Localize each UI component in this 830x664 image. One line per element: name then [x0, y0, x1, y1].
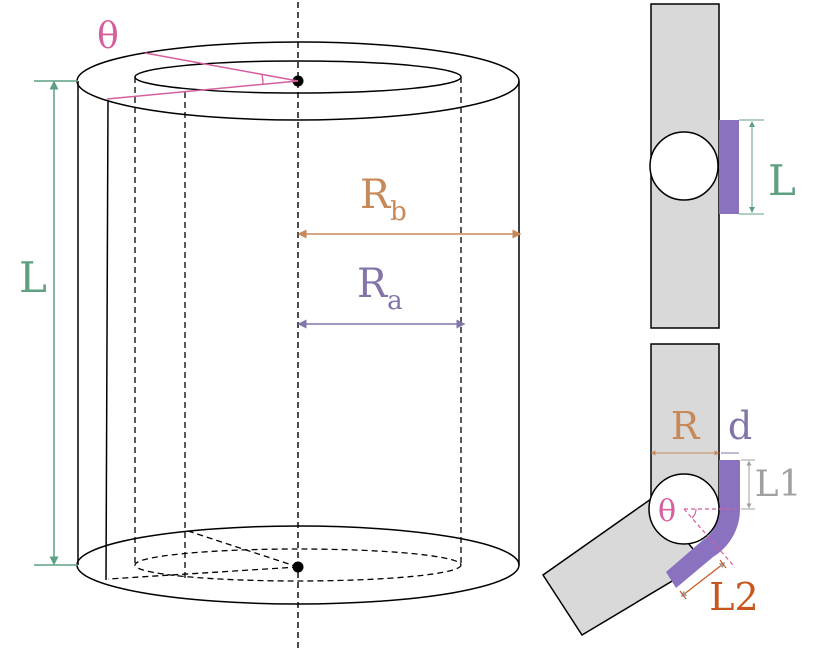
bottom-seam-radius-2 — [184, 529, 299, 568]
inner-bottom-ellipse-hidden — [134, 548, 462, 582]
bent-strip-view: R d L1 θ L2 — [541, 343, 802, 637]
straight-cylinder-cross-section — [649, 131, 719, 201]
Rb-subscript: b — [390, 197, 407, 227]
L2-tick-2 — [719, 559, 727, 569]
Rb-label: Rb — [360, 172, 407, 227]
L1-label: L1 — [755, 464, 802, 505]
seam-line — [105, 99, 109, 581]
theta-label-top: θ — [97, 16, 119, 57]
bend-theta-arc — [691, 508, 697, 519]
straight-purple-strip — [719, 120, 739, 214]
bottom-center-dot — [292, 561, 304, 573]
theta-angle-arc — [261, 74, 264, 86]
straight-strip-view: L — [649, 3, 796, 329]
d-label: d — [728, 404, 752, 448]
L-label-right: L — [768, 156, 796, 205]
theta-ray-upper — [144, 52, 299, 82]
L2-tick-1 — [679, 590, 687, 600]
Rb-main: R — [360, 172, 392, 218]
bent-purple-strip — [666, 460, 741, 588]
L2-label: L2 — [709, 575, 758, 619]
bottom-seam-radius-1 — [107, 566, 299, 580]
theta-label-bend: θ — [658, 494, 676, 529]
Ra-main: R — [357, 261, 389, 307]
R-label: R — [671, 404, 701, 448]
L2-dimension-line — [680, 562, 726, 597]
bend-theta-ray-diagonal — [683, 508, 734, 566]
L-label-left: L — [19, 253, 47, 302]
Ra-subscript: a — [387, 286, 403, 316]
theta-ray-lower — [106, 80, 299, 100]
hollow-cylinder: θ L Rb Ra — [19, 2, 522, 650]
Ra-label: Ra — [357, 261, 403, 316]
